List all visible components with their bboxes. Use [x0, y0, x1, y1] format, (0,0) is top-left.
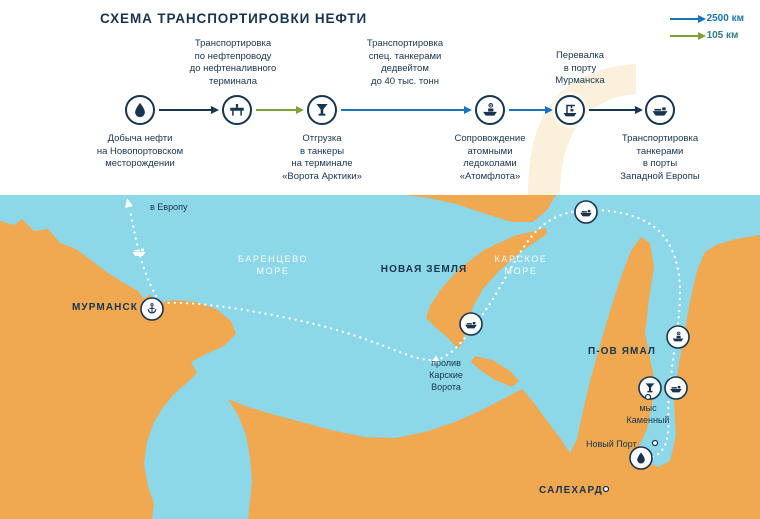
label-kara-gates: пролив Карские Ворота: [429, 358, 463, 393]
green-arrow-icon: [669, 31, 706, 40]
novy-port-oilfield-marker: [629, 446, 653, 470]
label-novaya-zemlya: НОВАЯ ЗЕМЛЯ: [380, 264, 468, 275]
label-novy-port: Новый Порт: [586, 439, 637, 449]
label-salekhard: САЛЕХАРД: [539, 485, 603, 496]
stage-label-shuttle-tankers: Транспортировка спец. танкерами дедвейто…: [366, 38, 444, 87]
salekhard-dot: [602, 485, 610, 493]
label-murmansk: МУРМАНСК: [72, 302, 138, 313]
step-label-loading: Отгрузка в танкеры на терминале «Ворота …: [282, 133, 362, 182]
label-to-europe: в Европу: [150, 202, 188, 212]
step-label-production: Добыча нефти на Новопортовском месторожд…: [96, 133, 184, 170]
icebreaker-icon: [481, 101, 499, 119]
flow-arrow-short-105km: [256, 106, 304, 114]
kara-sea-tanker-marker: [574, 200, 598, 224]
novaya-zemlya-south: [426, 228, 547, 349]
label-kara-sea: КАРСКОЕ МОРЕ: [494, 254, 548, 277]
flow-step-export-tankers: [645, 95, 675, 125]
novy-port-dot: [651, 439, 659, 447]
cape-kamenny-dot: [644, 393, 652, 401]
stage-label-pipeline: Транспортировка по нефтепроводу до нефте…: [189, 38, 277, 87]
blue-arrow-icon: [669, 14, 706, 23]
route-arrowhead-strait: [430, 355, 440, 364]
oil-drop-icon: [131, 101, 149, 119]
flow-step-loading: [307, 95, 337, 125]
cape-kamenny-tanker-marker: [664, 376, 688, 400]
step-label-escort: Сопровождение атомными ледоколами «Атомф…: [454, 133, 526, 182]
flow-step-terminal: [222, 95, 252, 125]
legend: 2500 км 105 км: [669, 10, 744, 44]
flow-step-production: [125, 95, 155, 125]
tanker-ship-icon: [651, 101, 669, 119]
label-yamal: П-ОВ ЯМАЛ: [587, 346, 657, 357]
stage-label-transshipment: Перевалка в порту Мурманска: [555, 50, 605, 87]
murmansk-port-marker: [140, 297, 164, 321]
strait-tanker-marker: [459, 312, 483, 336]
legend-label: 2500 км: [706, 13, 744, 24]
flow-step-port-transshipment: [555, 95, 585, 125]
landmass-kola-scandinavia: [0, 219, 236, 519]
ob-bay-icebreaker-marker: [666, 325, 690, 349]
flow-arrow-to-murmansk: [509, 106, 553, 114]
legend-item-105: 105 км: [669, 27, 744, 44]
flow-section: СХЕМА ТРАНСПОРТИРОВКИ НЕФТИ 2500 км 105 …: [0, 0, 760, 195]
map-section: в Европу МУРМАНСК БАРЕНЦЕВО МОРЕ НОВАЯ З…: [0, 195, 760, 519]
route-to-europe: [128, 208, 158, 298]
route-arrowhead-europe: [125, 198, 133, 208]
flow-arrow-to-europe: [589, 106, 643, 114]
port-crane-icon: [561, 101, 579, 119]
tanker-loading-icon: [313, 101, 331, 119]
shipping-route: [162, 208, 682, 459]
arctic-map: [0, 195, 760, 519]
step-label-export: Транспортировка танкерами в порты Западн…: [620, 133, 700, 182]
pipeline-terminal-icon: [228, 101, 246, 119]
page-title: СХЕМА ТРАНСПОРТИРОВКИ НЕФТИ: [100, 11, 368, 26]
flow-step-icebreaker-escort: [475, 95, 505, 125]
vaygach-island: [471, 356, 519, 387]
label-cape-kamenny: мыс Каменный: [626, 403, 670, 426]
flow-arrow-sea-2500km: [341, 106, 472, 114]
flow-arrow-pipeline: [159, 106, 219, 114]
label-barents-sea: БАРЕНЦЕВО МОРЕ: [238, 254, 308, 277]
legend-item-2500: 2500 км: [669, 10, 744, 27]
legend-label: 105 км: [706, 30, 739, 41]
novaya-zemlya-north: [404, 195, 556, 222]
landmass-mainland-yamal: [228, 235, 760, 519]
decorative-swoosh: [528, 64, 636, 195]
